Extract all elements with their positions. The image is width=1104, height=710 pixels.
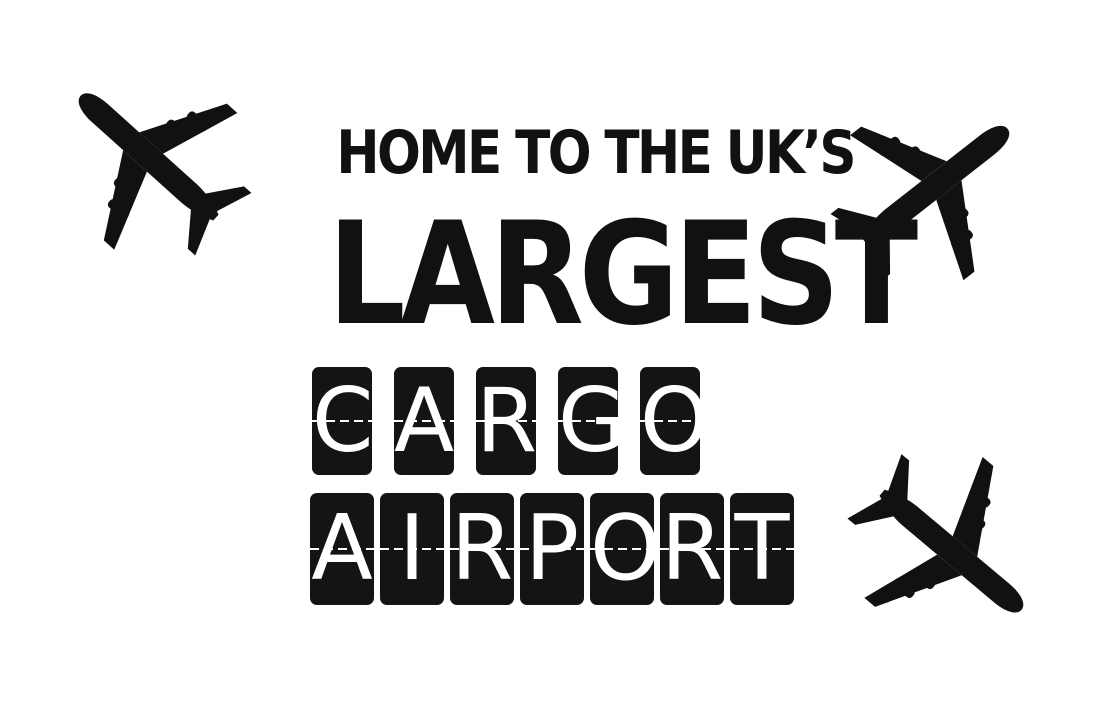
airplane-icon — [807, 407, 1089, 689]
airplane-icon — [11, 19, 293, 301]
flap-tile: C — [312, 367, 372, 475]
headline-line-2: LARGEST — [327, 192, 918, 357]
headline-line-1: HOME TO THE UK’S — [336, 118, 856, 188]
flap-tile: O — [590, 493, 654, 605]
flap-tile: R — [476, 367, 536, 475]
flap-tile: I — [380, 493, 444, 605]
flap-tile: P — [520, 493, 584, 605]
flap-tile: O — [640, 367, 700, 475]
flap-tile: A — [394, 367, 454, 475]
flap-tile: G — [558, 367, 618, 475]
flap-tile: T — [730, 493, 794, 605]
flap-tile: R — [450, 493, 514, 605]
cargo-tiles: C A R G O — [312, 367, 700, 475]
flap-tile: A — [310, 493, 374, 605]
airport-tiles: A I R P O R T — [310, 493, 794, 605]
flap-tile: R — [660, 493, 724, 605]
